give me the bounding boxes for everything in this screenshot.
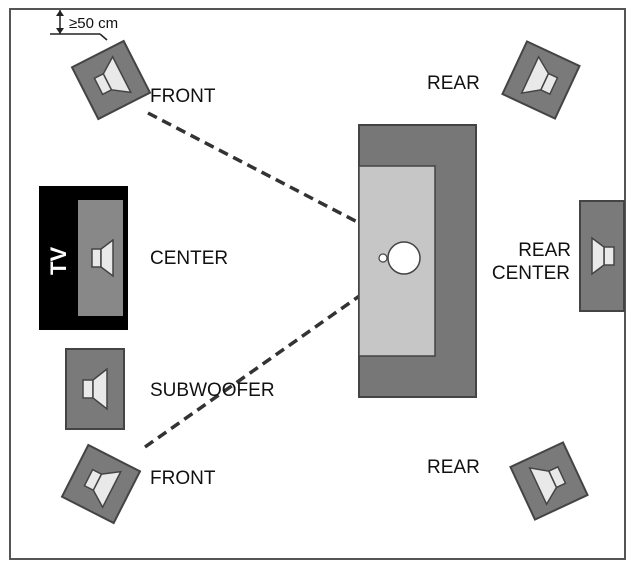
sight-line-front-left <box>147 111 393 242</box>
front-right-label: FRONT <box>150 468 216 489</box>
tv-label: TV <box>46 247 71 275</box>
center-label: CENTER <box>150 248 228 269</box>
subwoofer-speaker-icon <box>65 348 125 430</box>
distance-marker: ≥50 cm <box>50 10 118 41</box>
rear-center-label-line1: REAR <box>518 240 571 261</box>
rear-center-speaker-icon <box>579 200 625 312</box>
sight-line-front-right <box>143 271 394 449</box>
subwoofer-label: SUBWOOFER <box>150 380 275 401</box>
rear-bottom-label: REAR <box>427 457 480 478</box>
tv-icon: TV <box>39 186 128 330</box>
rear-center-label-line2: CENTER <box>492 263 570 284</box>
front-left-label: FRONT <box>150 86 216 107</box>
listener-head-icon <box>378 241 421 275</box>
center-speaker-icon <box>91 238 114 278</box>
rear-top-label: REAR <box>427 73 480 94</box>
distance-label: ≥50 cm <box>69 15 118 32</box>
